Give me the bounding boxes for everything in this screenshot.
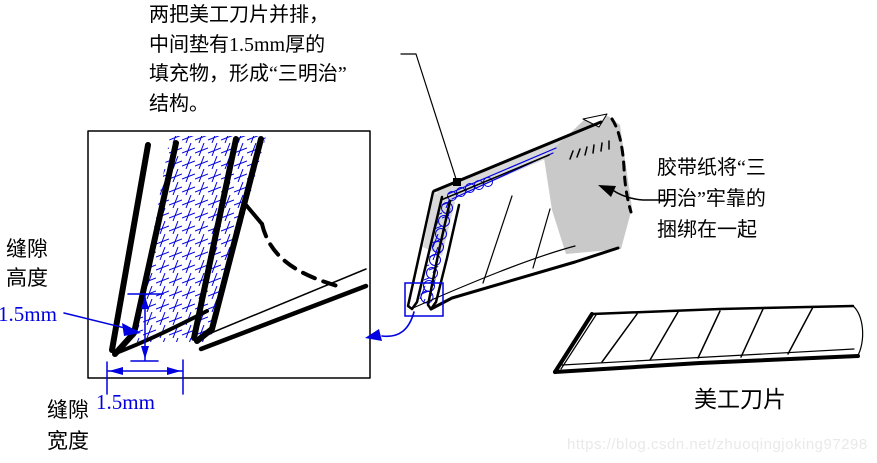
gap-height-arrowhead	[122, 323, 141, 336]
tape-area	[544, 116, 632, 254]
tape-dashed-edge	[610, 117, 633, 214]
sandwich-note: 两把美工刀片并排， 中间垫有1.5mm厚的 填充物，形成“三明治” 结构。	[149, 4, 347, 115]
bevel-line	[412, 245, 576, 309]
segment-line-1	[482, 195, 513, 284]
detail-box-border	[87, 130, 371, 379]
spine-filler-blue	[447, 147, 557, 201]
detail-link-box	[404, 282, 444, 317]
tape-texture-ticks	[569, 140, 610, 160]
thick-edge-line	[198, 283, 369, 352]
gap-width-dimension	[106, 359, 184, 395]
sandwich-sketch	[365, 113, 633, 341]
tape-note: 胶带纸将“三 明治”牢靠的 捆绑在一起	[657, 157, 766, 241]
hidden-outline-dashed-curve	[260, 222, 343, 289]
blade-left-edge	[553, 312, 594, 374]
sandwich-outline	[412, 120, 620, 311]
segment-line-2	[532, 208, 551, 269]
gap-height-label: 缝隙 高度	[6, 237, 48, 290]
tape-corner-fold	[582, 113, 608, 128]
watermark-url: https://blog.csdn.net/zhuoqingjoking9729…	[567, 436, 868, 453]
thin-edge-line	[198, 268, 367, 339]
sandwich-note-leader	[400, 53, 458, 183]
hidden-outline-start	[244, 203, 264, 226]
tape-note-arrowhead	[598, 185, 616, 197]
blade-label: 美工刀片	[694, 387, 786, 412]
left-blade-edge-line	[114, 309, 209, 355]
note-leaders	[400, 53, 671, 201]
detail-link-curve	[381, 311, 415, 338]
detail-link-arrowhead	[365, 329, 382, 341]
blade-sketch	[553, 304, 864, 374]
blade-bottom-edge	[553, 354, 860, 374]
gap-width-value: 1.5mm	[96, 390, 155, 414]
detail-view	[63, 130, 371, 395]
sandwich-note-leader-end	[453, 178, 461, 186]
gap-height-dimension	[63, 293, 164, 362]
gap-width-label: 缝隙 宽度	[47, 398, 89, 453]
gap-height-value: 1.5mm	[0, 302, 57, 326]
blade-segment-lines	[601, 306, 814, 363]
blade-top-edge	[590, 304, 855, 316]
blade-bevel-line	[561, 348, 855, 366]
blade-right-edge	[852, 305, 864, 358]
